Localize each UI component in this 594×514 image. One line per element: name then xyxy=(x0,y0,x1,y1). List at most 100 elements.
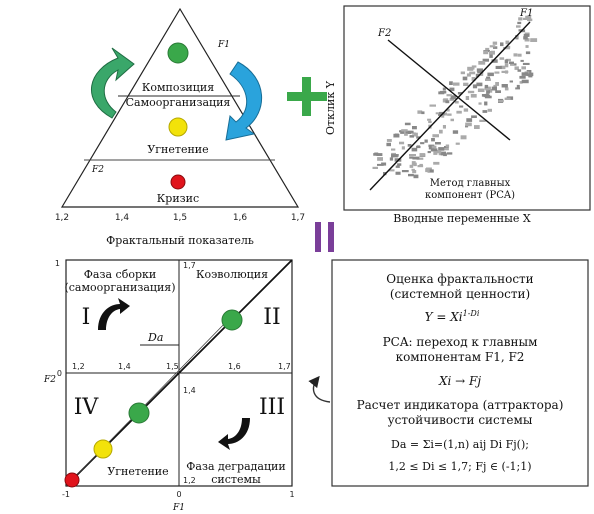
scatter-point xyxy=(507,45,511,49)
tick-1-2: 1,2 xyxy=(55,213,69,223)
scatter-point xyxy=(491,59,498,63)
scatter-point xyxy=(424,139,428,143)
scatter-point xyxy=(450,118,454,122)
scatter-point xyxy=(417,110,423,114)
scatter-point xyxy=(411,168,415,171)
scatter-point xyxy=(510,63,515,66)
scatter-point xyxy=(530,38,538,42)
scatter-point xyxy=(438,147,445,151)
scatter-point xyxy=(411,161,416,166)
scatter-point xyxy=(521,66,526,70)
roman-I: I xyxy=(82,305,91,330)
scatter-point xyxy=(455,142,460,145)
scatter-point xyxy=(504,59,508,64)
scatter-point xyxy=(521,72,529,76)
scatter-point xyxy=(457,92,463,95)
scatter-point xyxy=(401,170,409,173)
scatter-point xyxy=(504,63,509,68)
scatter-point xyxy=(411,147,418,152)
scatter-point xyxy=(427,169,434,173)
scatter-point xyxy=(517,53,522,57)
scatter-point xyxy=(477,70,484,74)
scatter-point xyxy=(471,65,477,68)
scatter-point xyxy=(442,87,446,91)
scatter-point xyxy=(471,115,477,118)
box-formula-1: Y = Xi1-Di xyxy=(425,309,480,324)
scatter-point xyxy=(439,129,443,134)
scatter-point xyxy=(506,58,511,62)
pca-frame xyxy=(343,5,591,211)
scatter-point xyxy=(416,145,421,149)
scatter-point xyxy=(447,113,452,116)
da-label: Da xyxy=(147,331,163,344)
scatter-point xyxy=(505,40,510,45)
pca-method-2: компонент (PCA) xyxy=(425,190,515,201)
scatter-point xyxy=(494,71,500,74)
scatter-point xyxy=(445,100,450,104)
scatter-point xyxy=(443,148,449,151)
yellow-dot xyxy=(168,117,188,137)
axis-top-1-7: 1,7 xyxy=(183,261,196,270)
scatter-point xyxy=(433,151,438,155)
scatter-point xyxy=(518,29,523,32)
scatter-point xyxy=(435,112,442,115)
pca-f1-label: F1 xyxy=(519,8,533,19)
degradation-2: системы xyxy=(211,473,261,486)
scatter-point xyxy=(484,101,488,106)
pca-xlabel: Вводные переменные X xyxy=(393,212,531,225)
scatter-point xyxy=(520,59,524,62)
scatter-point xyxy=(416,157,424,160)
info-box-frame xyxy=(331,259,589,487)
scatter-point xyxy=(433,161,440,165)
scatter-point xyxy=(470,94,477,98)
scatter-point xyxy=(388,169,395,172)
mid-tick-1-4: 1,4 xyxy=(118,362,131,371)
scatter-point xyxy=(522,62,530,65)
scatter-point xyxy=(489,45,496,48)
scatter-point xyxy=(401,146,405,150)
scatter-point xyxy=(391,148,396,151)
box-line-3: PCA: переход к главным xyxy=(383,335,538,349)
scatter-point xyxy=(439,111,445,115)
scatter-point xyxy=(478,102,482,105)
scatter-point xyxy=(476,82,483,87)
scatter-point xyxy=(386,142,391,147)
scatter-point xyxy=(466,118,473,122)
scatter-point xyxy=(377,157,383,161)
scatter-point xyxy=(395,171,401,175)
scatter-point xyxy=(472,84,478,89)
green-dot xyxy=(167,42,189,64)
scatter-point xyxy=(425,168,430,173)
pca-f1-axis xyxy=(369,21,531,191)
quad-red-dot xyxy=(64,472,80,488)
label-oppression: Угнетение xyxy=(147,143,208,156)
fractal-triangle: F1 F2 Композиция Самоорганизация Угнетен… xyxy=(55,7,305,247)
scatter-point xyxy=(466,73,471,77)
scatter-point xyxy=(407,144,412,147)
scatter-point xyxy=(509,80,513,83)
tick-1-6: 1,6 xyxy=(233,213,248,223)
scatter-point xyxy=(487,108,492,112)
scatter-point xyxy=(391,152,396,156)
equals-sign xyxy=(315,222,334,252)
scatter-point xyxy=(442,99,448,103)
scatter-point xyxy=(526,72,534,77)
plus-sign xyxy=(287,77,327,116)
scatter-point xyxy=(475,73,480,78)
scatter-point xyxy=(487,72,494,77)
quadrant-diagram: 1 1,7 0 F2 1,2 1,4 1,5 1,6 1,7 1,4 1,2 -… xyxy=(43,259,295,513)
box-line-1: Оценка фрактальности xyxy=(386,272,533,286)
scatter-point xyxy=(440,153,445,156)
scatter-point xyxy=(427,151,431,154)
scatter-point xyxy=(500,65,506,70)
scatter-point xyxy=(504,97,511,100)
scatter-point xyxy=(515,87,520,90)
pca-panel: F1 F2 Метод главных компонент (PCA) Ввод… xyxy=(324,5,591,225)
scatter-point xyxy=(527,18,533,21)
scatter-point xyxy=(416,136,421,139)
scatter-point xyxy=(429,104,436,107)
scatter-point xyxy=(495,82,499,86)
scatter-point xyxy=(463,108,469,112)
phase-assembly-2: (самоорганизация) xyxy=(64,281,175,294)
